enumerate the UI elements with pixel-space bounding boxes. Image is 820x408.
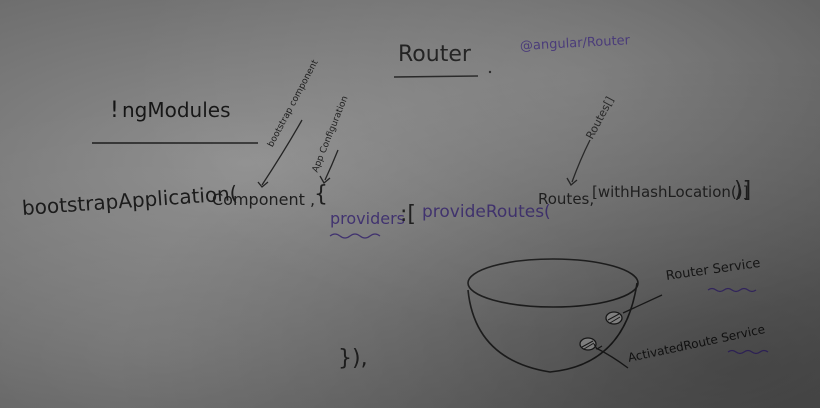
router-dot bbox=[488, 70, 492, 74]
routes-arg: Routes, bbox=[538, 190, 595, 208]
bowl-rim bbox=[467, 258, 639, 308]
closing-braces: }), bbox=[338, 346, 368, 371]
config-brace: { bbox=[314, 182, 328, 207]
bootstrap-arrowhead bbox=[257, 181, 269, 188]
router-service-squiggle bbox=[707, 287, 757, 293]
router-underline bbox=[393, 75, 479, 78]
router-service-object bbox=[605, 311, 623, 325]
providers-colon: :[ bbox=[400, 202, 416, 227]
provide-routes-call: provideRoutes( bbox=[422, 202, 551, 222]
bootstrap-arrow bbox=[261, 119, 303, 186]
routes-arrow bbox=[571, 139, 591, 183]
router-title: Router bbox=[398, 42, 471, 67]
router-service-pointer bbox=[622, 294, 663, 314]
routes-arrowhead bbox=[566, 177, 578, 186]
config-arrow bbox=[324, 149, 339, 181]
component-arg: Component , bbox=[212, 190, 316, 209]
bowl-body bbox=[467, 282, 638, 373]
closing-parens: )] bbox=[734, 178, 752, 203]
activated-route-pointer bbox=[595, 347, 629, 369]
hash-location-arg: [withHashLocation()] bbox=[592, 183, 749, 201]
activated-route-squiggle bbox=[727, 349, 769, 355]
ngmodules-marker: ! bbox=[110, 98, 119, 123]
ngmodules-heading: ngModules bbox=[122, 98, 231, 122]
providers-label: providers bbox=[330, 209, 405, 228]
providers-squiggle bbox=[329, 233, 381, 239]
config-arrowhead bbox=[319, 175, 331, 184]
